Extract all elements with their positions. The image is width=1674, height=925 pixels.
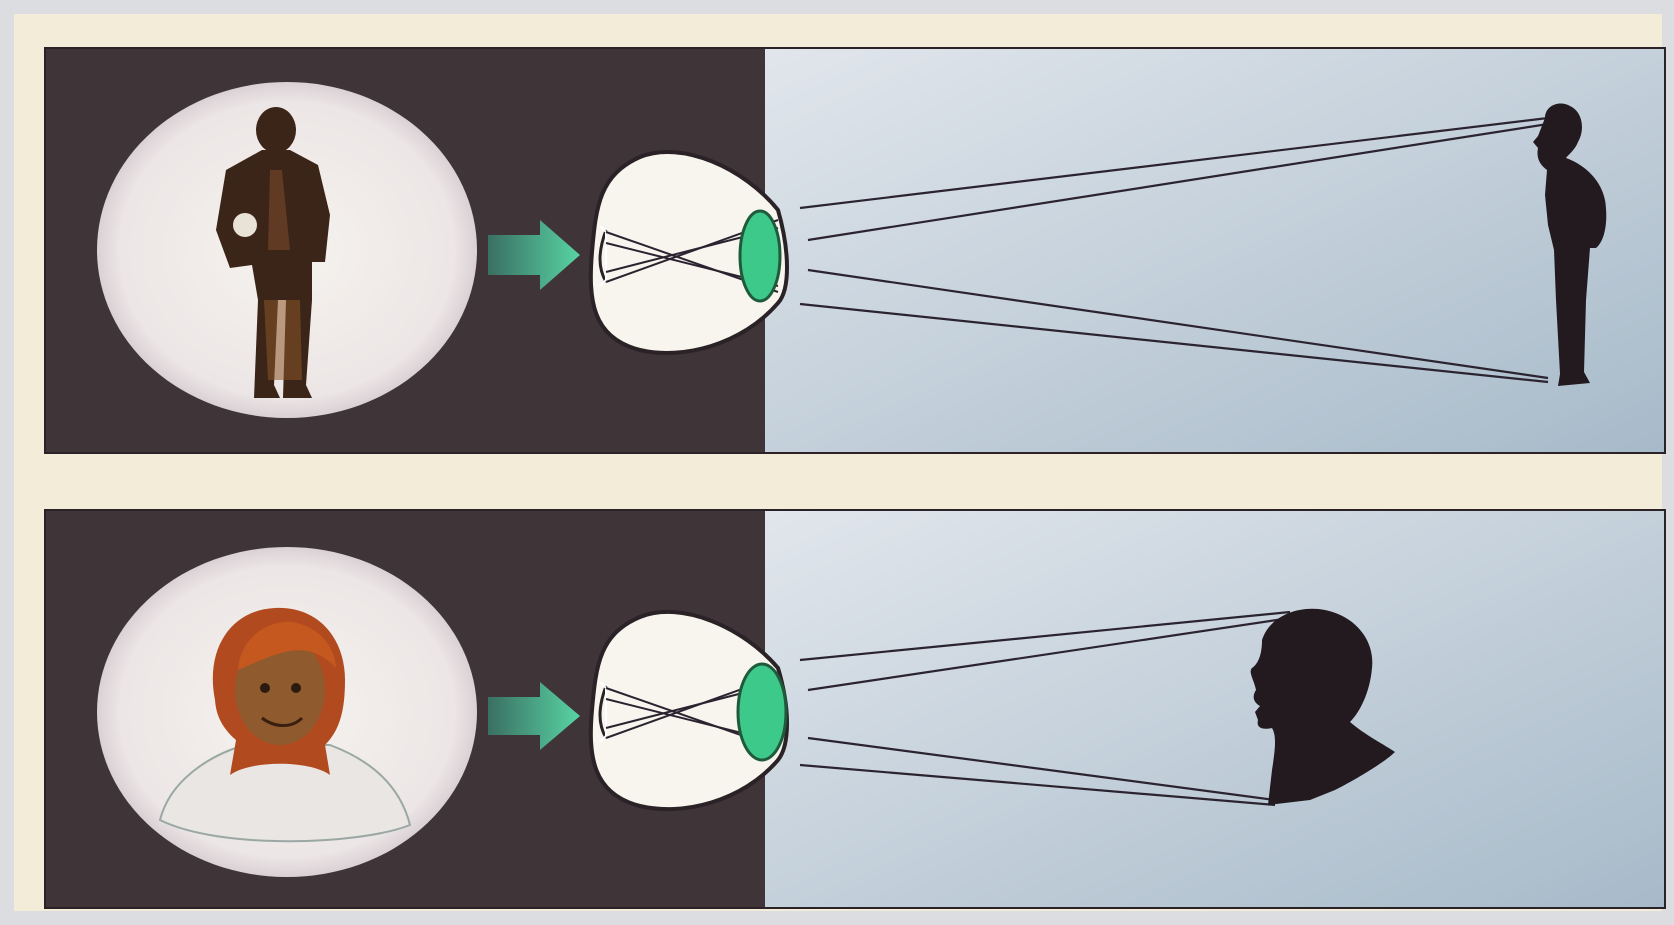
- lens-icon: [738, 209, 782, 303]
- panel-near-person: [44, 509, 1666, 909]
- panel-frame-bottom: [44, 509, 1666, 909]
- sky-field-bottom: [765, 510, 1665, 908]
- eye-icon: [588, 150, 789, 355]
- arrow-right-icon: [488, 682, 580, 750]
- person-silhouette-icon: [1533, 103, 1607, 386]
- light-rays-bottom: [799, 610, 1291, 807]
- panel-distant-person: [44, 47, 1666, 454]
- light-rays-top: [799, 116, 1549, 384]
- retina-image-icon: [97, 82, 477, 418]
- arrow-right-icon: [488, 220, 580, 290]
- eye-icon: [588, 610, 789, 812]
- person-portrait-icon: [158, 607, 412, 843]
- sky-field-top: [765, 48, 1665, 453]
- person-full-figure-icon: [216, 107, 330, 398]
- retina-image-icon: [97, 547, 477, 877]
- person-silhouette-icon: [1250, 608, 1395, 805]
- lens-icon: [736, 662, 788, 762]
- panel-frame-top: [44, 47, 1666, 454]
